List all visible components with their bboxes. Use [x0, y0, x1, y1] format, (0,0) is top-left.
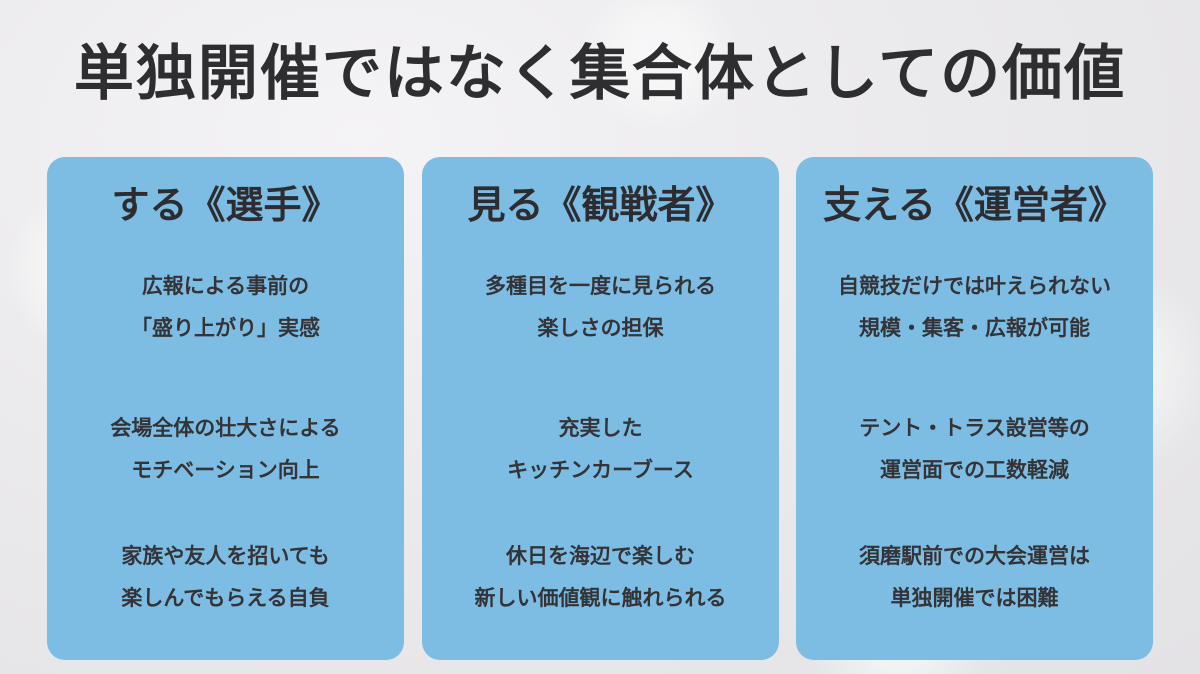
point-line: 充実した: [558, 415, 643, 440]
point-line: 新しい価値観に触れられる: [474, 585, 727, 610]
card-point: 自競技だけでは叶えられない 規模・集客・広報が可能: [796, 265, 1153, 349]
point-line: 運営面での工数軽減: [880, 457, 1069, 482]
card-spectator: 見る《観戦者》 多種目を一度に見られる 楽しさの担保 充実した キッチンカーブー…: [422, 157, 779, 660]
point-line: モチベーション向上: [131, 457, 320, 482]
card-heading: する《選手》: [111, 182, 340, 227]
card-point: 広報による事前の 「盛り上がり」実感: [47, 265, 404, 349]
point-line: 規模・集客・広報が可能: [859, 315, 1090, 340]
point-line: 「盛り上がり」実感: [131, 315, 320, 340]
point-line: 広報による事前の: [141, 273, 310, 298]
card-point: 会場全体の壮大さによる モチベーション向上: [47, 407, 404, 491]
card-point: 家族や友人を招いても 楽しんでもらえる自負: [47, 535, 404, 619]
card-heading: 見る《観戦者》: [467, 182, 734, 227]
point-line: 楽しんでもらえる自負: [121, 585, 330, 610]
point-line: 多種目を一度に見られる: [485, 273, 716, 298]
slide-title: 単独開催ではなく集合体としての価値: [73, 39, 1127, 109]
card-point: 多種目を一度に見られる 楽しさの担保: [422, 265, 779, 349]
card-point: テント・トラス設営等の 運営面での工数軽減: [796, 407, 1153, 491]
card-organizer: 支える《運営者》 自競技だけでは叶えられない 規模・集客・広報が可能 テント・ト…: [796, 157, 1153, 660]
point-line: 会場全体の壮大さによる: [110, 415, 341, 440]
point-line: 須磨駅前での大会運営は: [859, 543, 1090, 568]
point-line: 自競技だけでは叶えられない: [838, 273, 1111, 298]
point-line: 家族や友人を招いても: [121, 543, 330, 568]
point-line: 休日を海辺で楽しむ: [506, 543, 695, 568]
point-line: キッチンカーブース: [507, 457, 694, 482]
point-line: 楽しさの担保: [537, 315, 664, 340]
card-point: 須磨駅前での大会運営は 単独開催では困難: [796, 535, 1153, 619]
card-player: する《選手》 広報による事前の 「盛り上がり」実感 会場全体の壮大さによる モチ…: [47, 157, 404, 660]
point-line: テント・トラス設営等の: [859, 415, 1090, 440]
card-point: 休日を海辺で楽しむ 新しい価値観に触れられる: [422, 535, 779, 619]
card-heading: 支える《運営者》: [823, 182, 1126, 227]
card-point: 充実した キッチンカーブース: [422, 407, 779, 491]
point-line: 単独開催では困難: [890, 585, 1059, 610]
